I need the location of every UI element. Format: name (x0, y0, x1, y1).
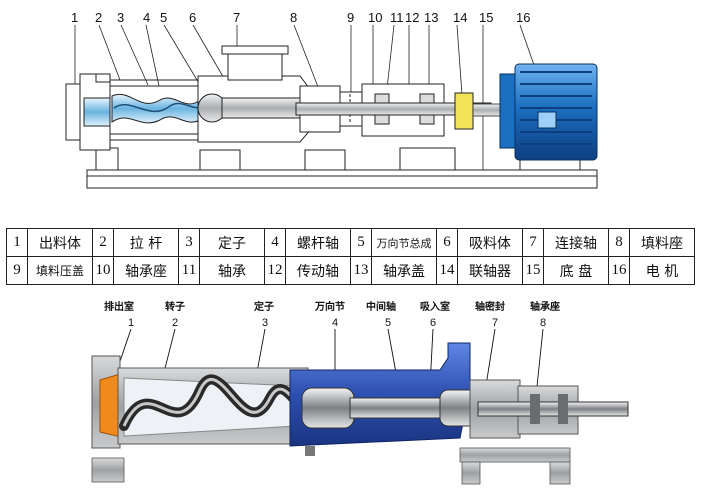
callout-9: 9 (347, 10, 354, 25)
label-num-8: 8 (540, 317, 546, 329)
part-name: 万向节总成 (371, 228, 437, 257)
callout-6: 6 (189, 10, 196, 25)
pump-section-drawing: 1 2 3 4 5 6 7 8 9 10 11 12 13 14 15 16 (65, 10, 598, 189)
part-name: 出料体 (27, 228, 93, 257)
part-number: 16 (608, 256, 630, 285)
part-number: 12 (264, 256, 286, 285)
table-row: 1 出料体 2 拉 杆 3 定子 4 螺杆轴 5 万向节总成 6 吸料体 7 连… (6, 228, 695, 257)
callout-14: 14 (453, 10, 467, 25)
stator (109, 79, 205, 141)
part-number: 6 (436, 228, 458, 257)
pump-cutaway-render: 排出室 1 转子 2 定子 3 万向节 4 中间轴 5 吸入室 6 轴密封 7 … (91, 300, 629, 485)
part-name: 轴承盖 (371, 256, 437, 285)
label-num-7: 7 (492, 317, 498, 329)
label-num-2: 2 (172, 317, 178, 329)
label-num-4: 4 (332, 317, 338, 329)
part-number: 13 (350, 256, 372, 285)
bearing (530, 394, 540, 424)
part-name: 定子 (199, 228, 265, 257)
callout-10: 10 (368, 10, 382, 25)
label-num-1: 1 (128, 317, 134, 329)
suction-body (197, 45, 313, 143)
base-plate (86, 147, 598, 189)
part-name: 轴承座 (113, 256, 179, 285)
callout-4: 4 (143, 10, 150, 25)
output-shaft (477, 401, 629, 417)
part-name: 拉 杆 (113, 228, 179, 257)
label-shaft-seal: 轴密封 (475, 300, 505, 313)
cutaway-labels: 排出室 1 转子 2 定子 3 万向节 4 中间轴 5 吸入室 6 轴密封 7 … (104, 300, 560, 329)
universal-joint (301, 387, 355, 429)
part-name: 连接轴 (543, 228, 609, 257)
callout-11: 11 (390, 10, 404, 25)
part-name: 联轴器 (457, 256, 523, 285)
table-row: 9 填料压盖 10 轴承座 11 轴承 12 传动轴 13 轴承盖 14 联轴器… (6, 256, 695, 285)
callout-16: 16 (516, 10, 530, 25)
motor-shaft (472, 103, 504, 117)
coupling (454, 92, 474, 130)
callout-8: 8 (290, 10, 297, 25)
callout-2: 2 (95, 10, 102, 25)
part-number: 3 (178, 228, 200, 257)
label-discharge-chamber: 排出室 (104, 300, 134, 313)
label-rotor: 转子 (165, 300, 185, 313)
part-name: 填料压盖 (27, 256, 93, 285)
label-stator: 定子 (254, 300, 274, 313)
label-intermediate-shaft: 中间轴 (366, 300, 396, 313)
parts-table: 1 出料体 2 拉 杆 3 定子 4 螺杆轴 5 万向节总成 6 吸料体 7 连… (6, 228, 695, 285)
callout-5: 5 (160, 10, 167, 25)
part-name: 底 盘 (543, 256, 609, 285)
callout-12: 12 (405, 10, 419, 25)
part-number: 10 (92, 256, 114, 285)
callout-numbers: 1 2 3 4 5 6 7 8 9 10 11 12 13 14 15 16 (71, 10, 530, 25)
part-number: 7 (522, 228, 544, 257)
label-num-5: 5 (385, 317, 391, 329)
label-universal-joint: 万向节 (314, 300, 345, 313)
label-num-3: 3 (262, 317, 268, 329)
callout-1: 1 (71, 10, 78, 25)
label-bearing-seat: 轴承座 (530, 300, 560, 313)
part-number: 15 (522, 256, 544, 285)
callout-15: 15 (479, 10, 493, 25)
part-number: 14 (436, 256, 458, 285)
label-suction-chamber: 吸入室 (420, 300, 450, 313)
part-number: 4 (264, 228, 286, 257)
part-name: 吸料体 (457, 228, 523, 257)
part-number: 11 (178, 256, 200, 285)
callout-13: 13 (424, 10, 438, 25)
part-name: 轴承 (199, 256, 265, 285)
part-name: 传动轴 (285, 256, 351, 285)
part-number: 9 (6, 256, 28, 285)
part-name: 填料座 (629, 228, 695, 257)
part-name: 螺杆轴 (285, 228, 351, 257)
part-name: 电 机 (629, 256, 695, 285)
part-number: 1 (6, 228, 28, 257)
drain-plug (305, 446, 315, 456)
discharge-body (65, 73, 113, 151)
part-number: 5 (350, 228, 372, 257)
callout-7: 7 (233, 10, 240, 25)
cutaway-base (91, 447, 571, 485)
motor (499, 63, 598, 161)
part-number: 8 (608, 228, 630, 257)
callout-3: 3 (117, 10, 124, 25)
label-num-6: 6 (430, 317, 436, 329)
part-number: 2 (92, 228, 114, 257)
bearing-housing (295, 83, 492, 137)
